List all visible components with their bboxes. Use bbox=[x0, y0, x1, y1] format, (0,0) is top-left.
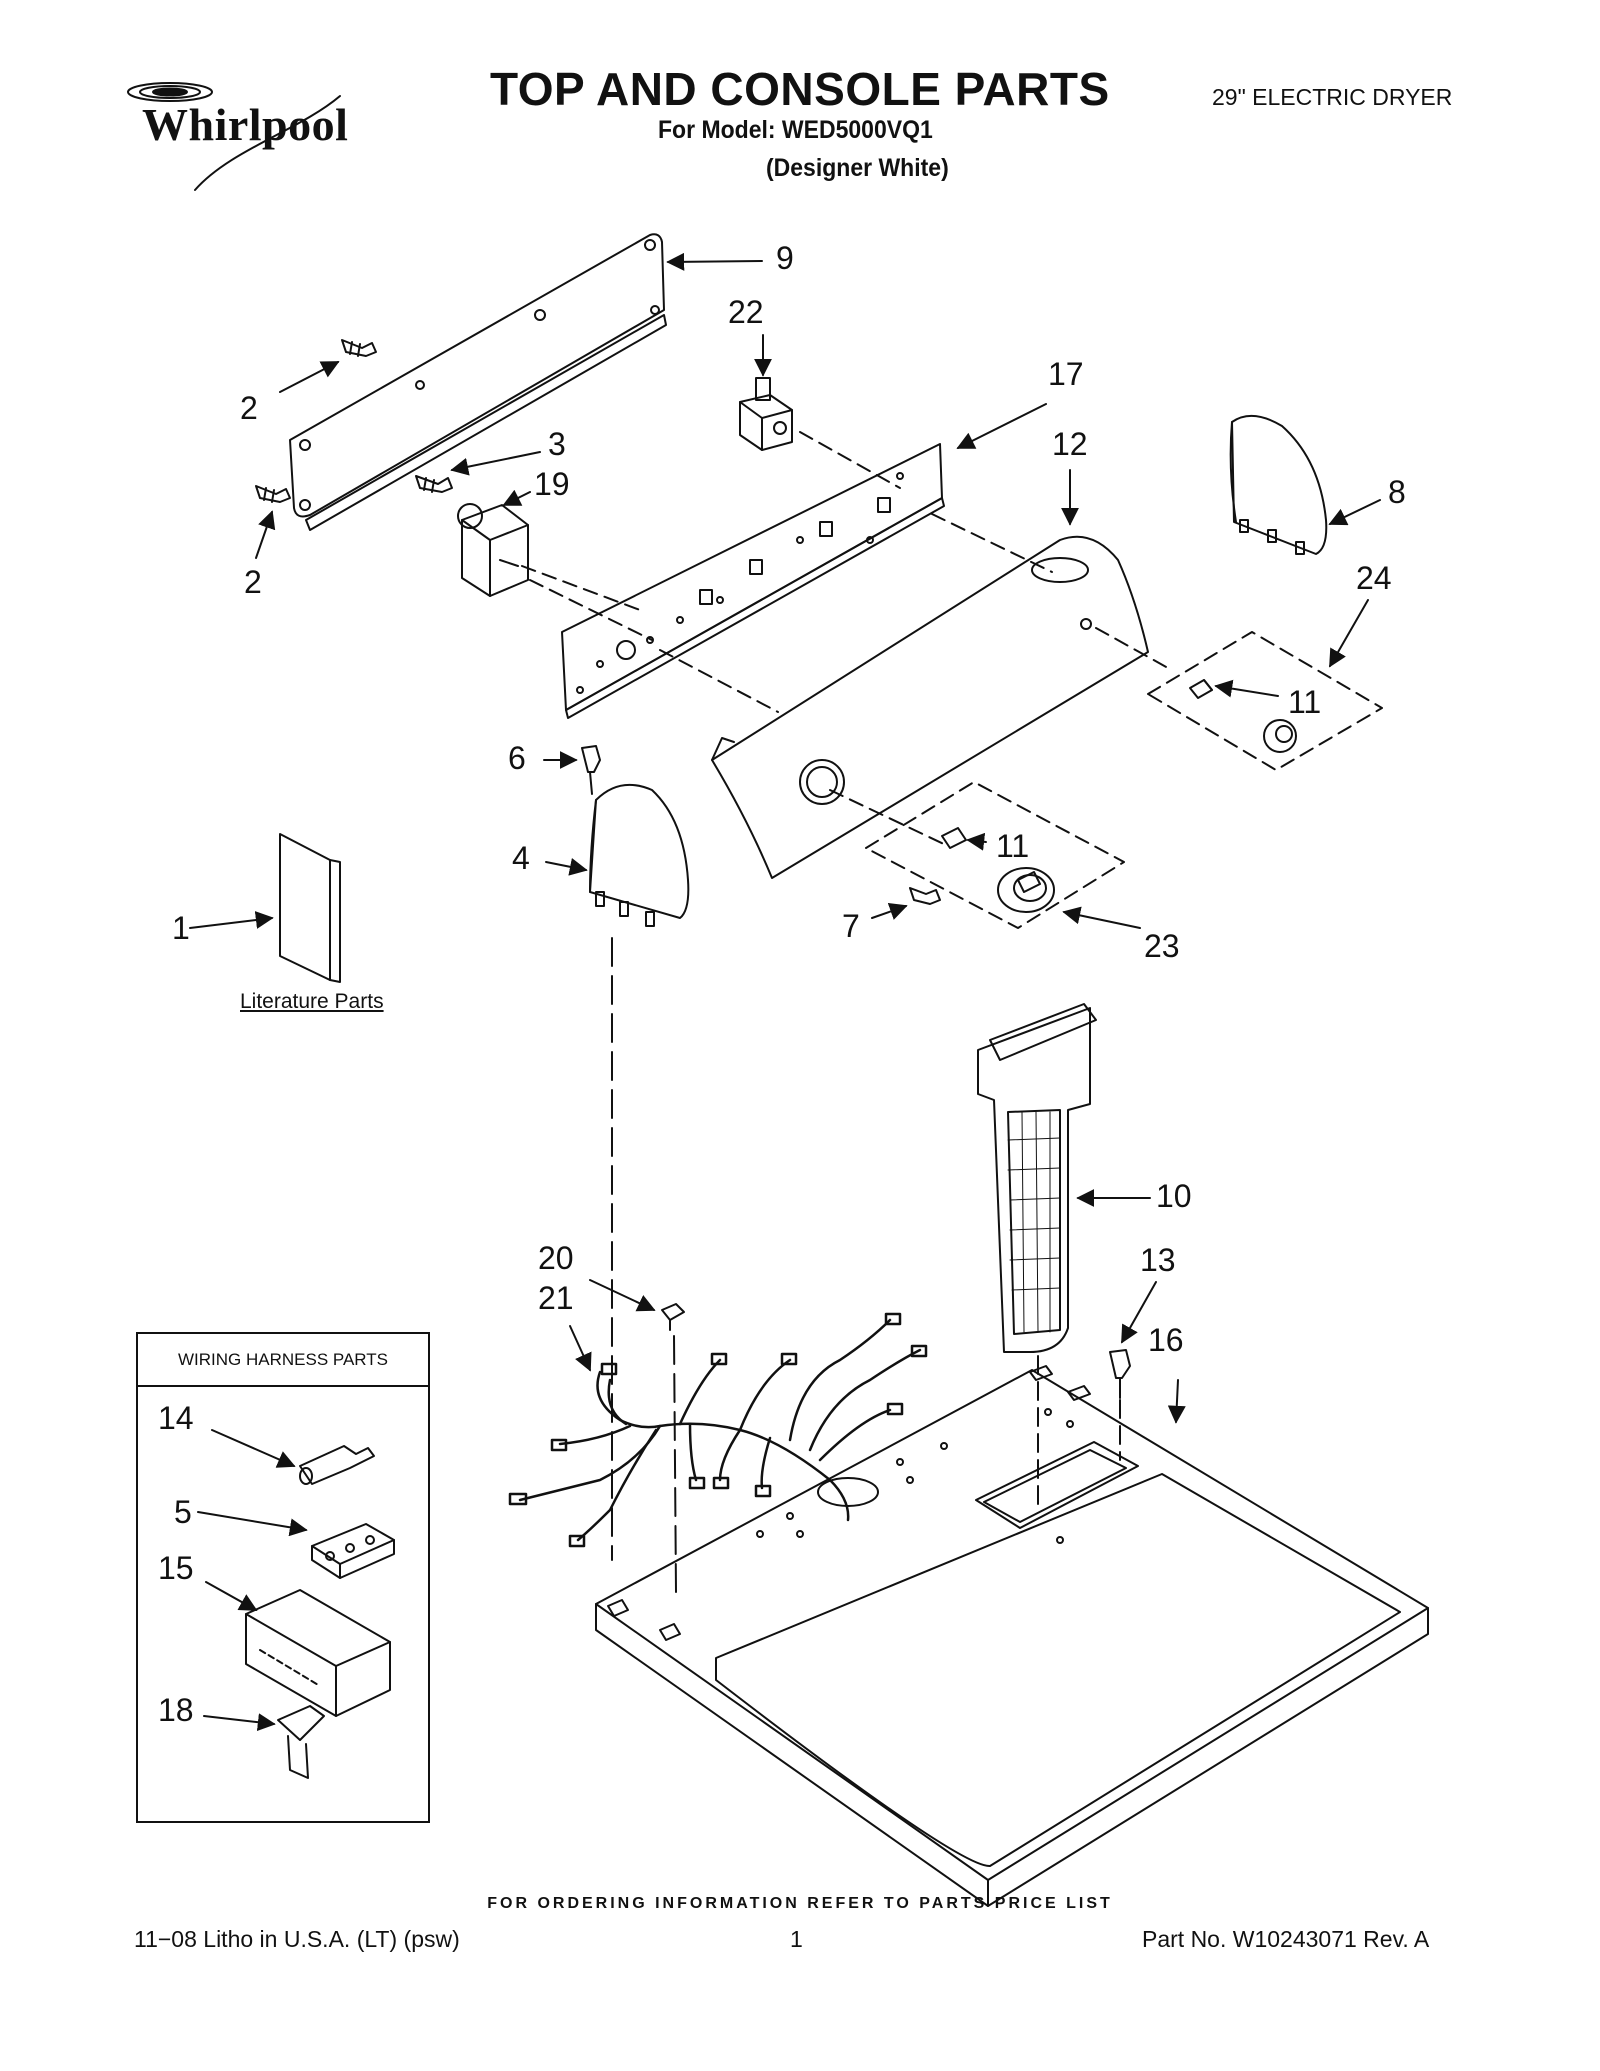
part-11-spring-right bbox=[1189, 679, 1213, 699]
callout-2-lower: 2 bbox=[244, 564, 262, 600]
part-21-wiring-harness bbox=[508, 1312, 928, 1548]
part-17-control-panel bbox=[561, 443, 945, 719]
part-10-lint-screen bbox=[977, 1003, 1097, 1353]
callout-13: 13 bbox=[1140, 1242, 1176, 1278]
part-4-end-cap-left bbox=[589, 783, 690, 927]
callout-2-upper: 2 bbox=[240, 390, 258, 426]
callout-11-left: 11 bbox=[996, 828, 1030, 864]
part-8-end-cap-right bbox=[1229, 415, 1328, 555]
product-type: 29" ELECTRIC DRYER bbox=[1212, 84, 1453, 110]
part-knob-right bbox=[1263, 719, 1297, 753]
part-23-knob-kit-left bbox=[865, 781, 1125, 929]
page-title: TOP AND CONSOLE PARTS bbox=[490, 63, 1110, 115]
callout-8: 8 bbox=[1388, 474, 1406, 510]
callout-17: 17 bbox=[1048, 356, 1084, 392]
callout-15: 15 bbox=[158, 1550, 194, 1586]
callout-23: 23 bbox=[1144, 928, 1180, 964]
litho-info: 11−08 Litho in U.S.A. (LT) (psw) bbox=[134, 1926, 460, 1952]
part-knob-left bbox=[997, 867, 1055, 913]
callout-3: 3 bbox=[548, 426, 566, 462]
part-7-screw bbox=[909, 887, 941, 905]
ordering-note: FOR ORDERING INFORMATION REFER TO PARTS … bbox=[487, 1895, 1113, 1912]
part-13-screw bbox=[1109, 1349, 1131, 1399]
callout-9: 9 bbox=[776, 240, 794, 276]
callout-21: 21 bbox=[538, 1280, 574, 1316]
page-number: 1 bbox=[790, 1926, 803, 1952]
callout-1: 1 bbox=[172, 910, 190, 946]
part-20-clip bbox=[661, 1303, 685, 1331]
part-14-terminal bbox=[299, 1445, 375, 1485]
callout-24: 24 bbox=[1356, 560, 1392, 596]
part-18-clip bbox=[277, 1705, 325, 1779]
wiring-harness-parts-title: WIRING HARNESS PARTS bbox=[138, 1334, 428, 1387]
part-2-screw-upper bbox=[341, 339, 377, 357]
callout-10: 10 bbox=[1156, 1178, 1192, 1214]
wiring-harness-parts-box: WIRING HARNESS PARTS bbox=[136, 1332, 430, 1823]
part-15-harness-connector bbox=[245, 1589, 391, 1717]
model-number: For Model: WED5000VQ1 bbox=[658, 116, 933, 144]
model-color: (Designer White) bbox=[766, 154, 949, 182]
part-22-switch bbox=[739, 377, 793, 451]
brand-logo-text: Whirlpool bbox=[142, 99, 349, 150]
literature-parts-label: Literature Parts bbox=[240, 990, 384, 1013]
part-19-timer bbox=[457, 503, 529, 597]
part-6-screw bbox=[581, 745, 601, 795]
callout-5: 5 bbox=[174, 1494, 192, 1530]
callout-4: 4 bbox=[512, 840, 530, 876]
callout-20: 20 bbox=[538, 1240, 574, 1276]
callout-7: 7 bbox=[842, 908, 860, 944]
part-2-screw-lower bbox=[255, 485, 291, 503]
callout-18: 18 bbox=[158, 1692, 194, 1728]
part-3-screw bbox=[415, 475, 453, 493]
part-24-knob-kit-right bbox=[1147, 631, 1383, 771]
part-11-spring-left bbox=[941, 827, 967, 849]
callout-16: 16 bbox=[1148, 1322, 1184, 1358]
part-9-console-back-panel bbox=[289, 233, 667, 531]
callout-6: 6 bbox=[508, 740, 526, 776]
part-number: Part No. W10243071 Rev. A bbox=[1142, 1926, 1430, 1952]
callout-22: 22 bbox=[728, 294, 764, 330]
part-1-literature-parts bbox=[279, 833, 341, 983]
callout-14: 14 bbox=[158, 1400, 194, 1436]
callout-12: 12 bbox=[1052, 426, 1088, 462]
part-12-console bbox=[711, 535, 1149, 879]
callout-19: 19 bbox=[534, 466, 570, 502]
part-16-top-panel bbox=[595, 1365, 1429, 1907]
whirlpool-logo bbox=[127, 82, 341, 191]
part-5-connector bbox=[311, 1523, 395, 1579]
callout-11-right: 11 bbox=[1288, 684, 1322, 720]
